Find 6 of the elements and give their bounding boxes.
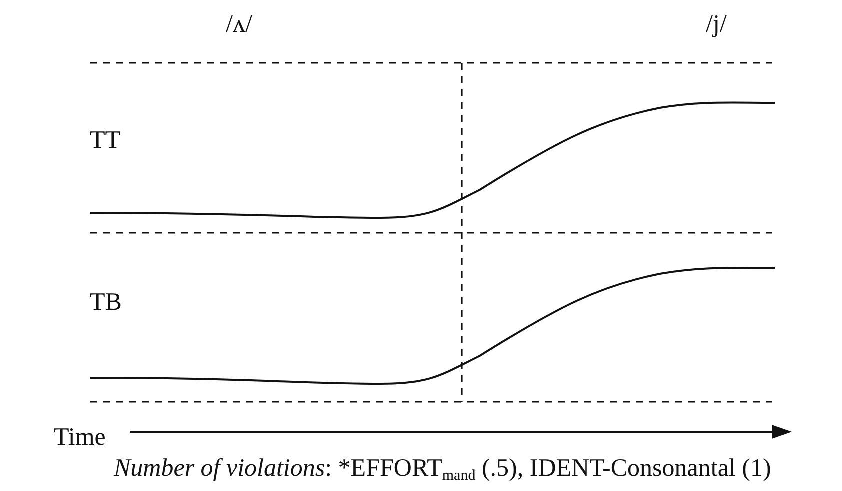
axis-label: Time	[54, 425, 106, 450]
caption: Number of violations: *EFFORT$_{mand}$ (.5), IDENT-Consonantal (1)	[114, 456, 772, 484]
phoneme-label: /ʌ/	[226, 12, 252, 37]
phoneme-label: /j/	[706, 12, 727, 37]
tier-label: TB	[90, 290, 122, 315]
tier-label: TT	[90, 128, 121, 153]
